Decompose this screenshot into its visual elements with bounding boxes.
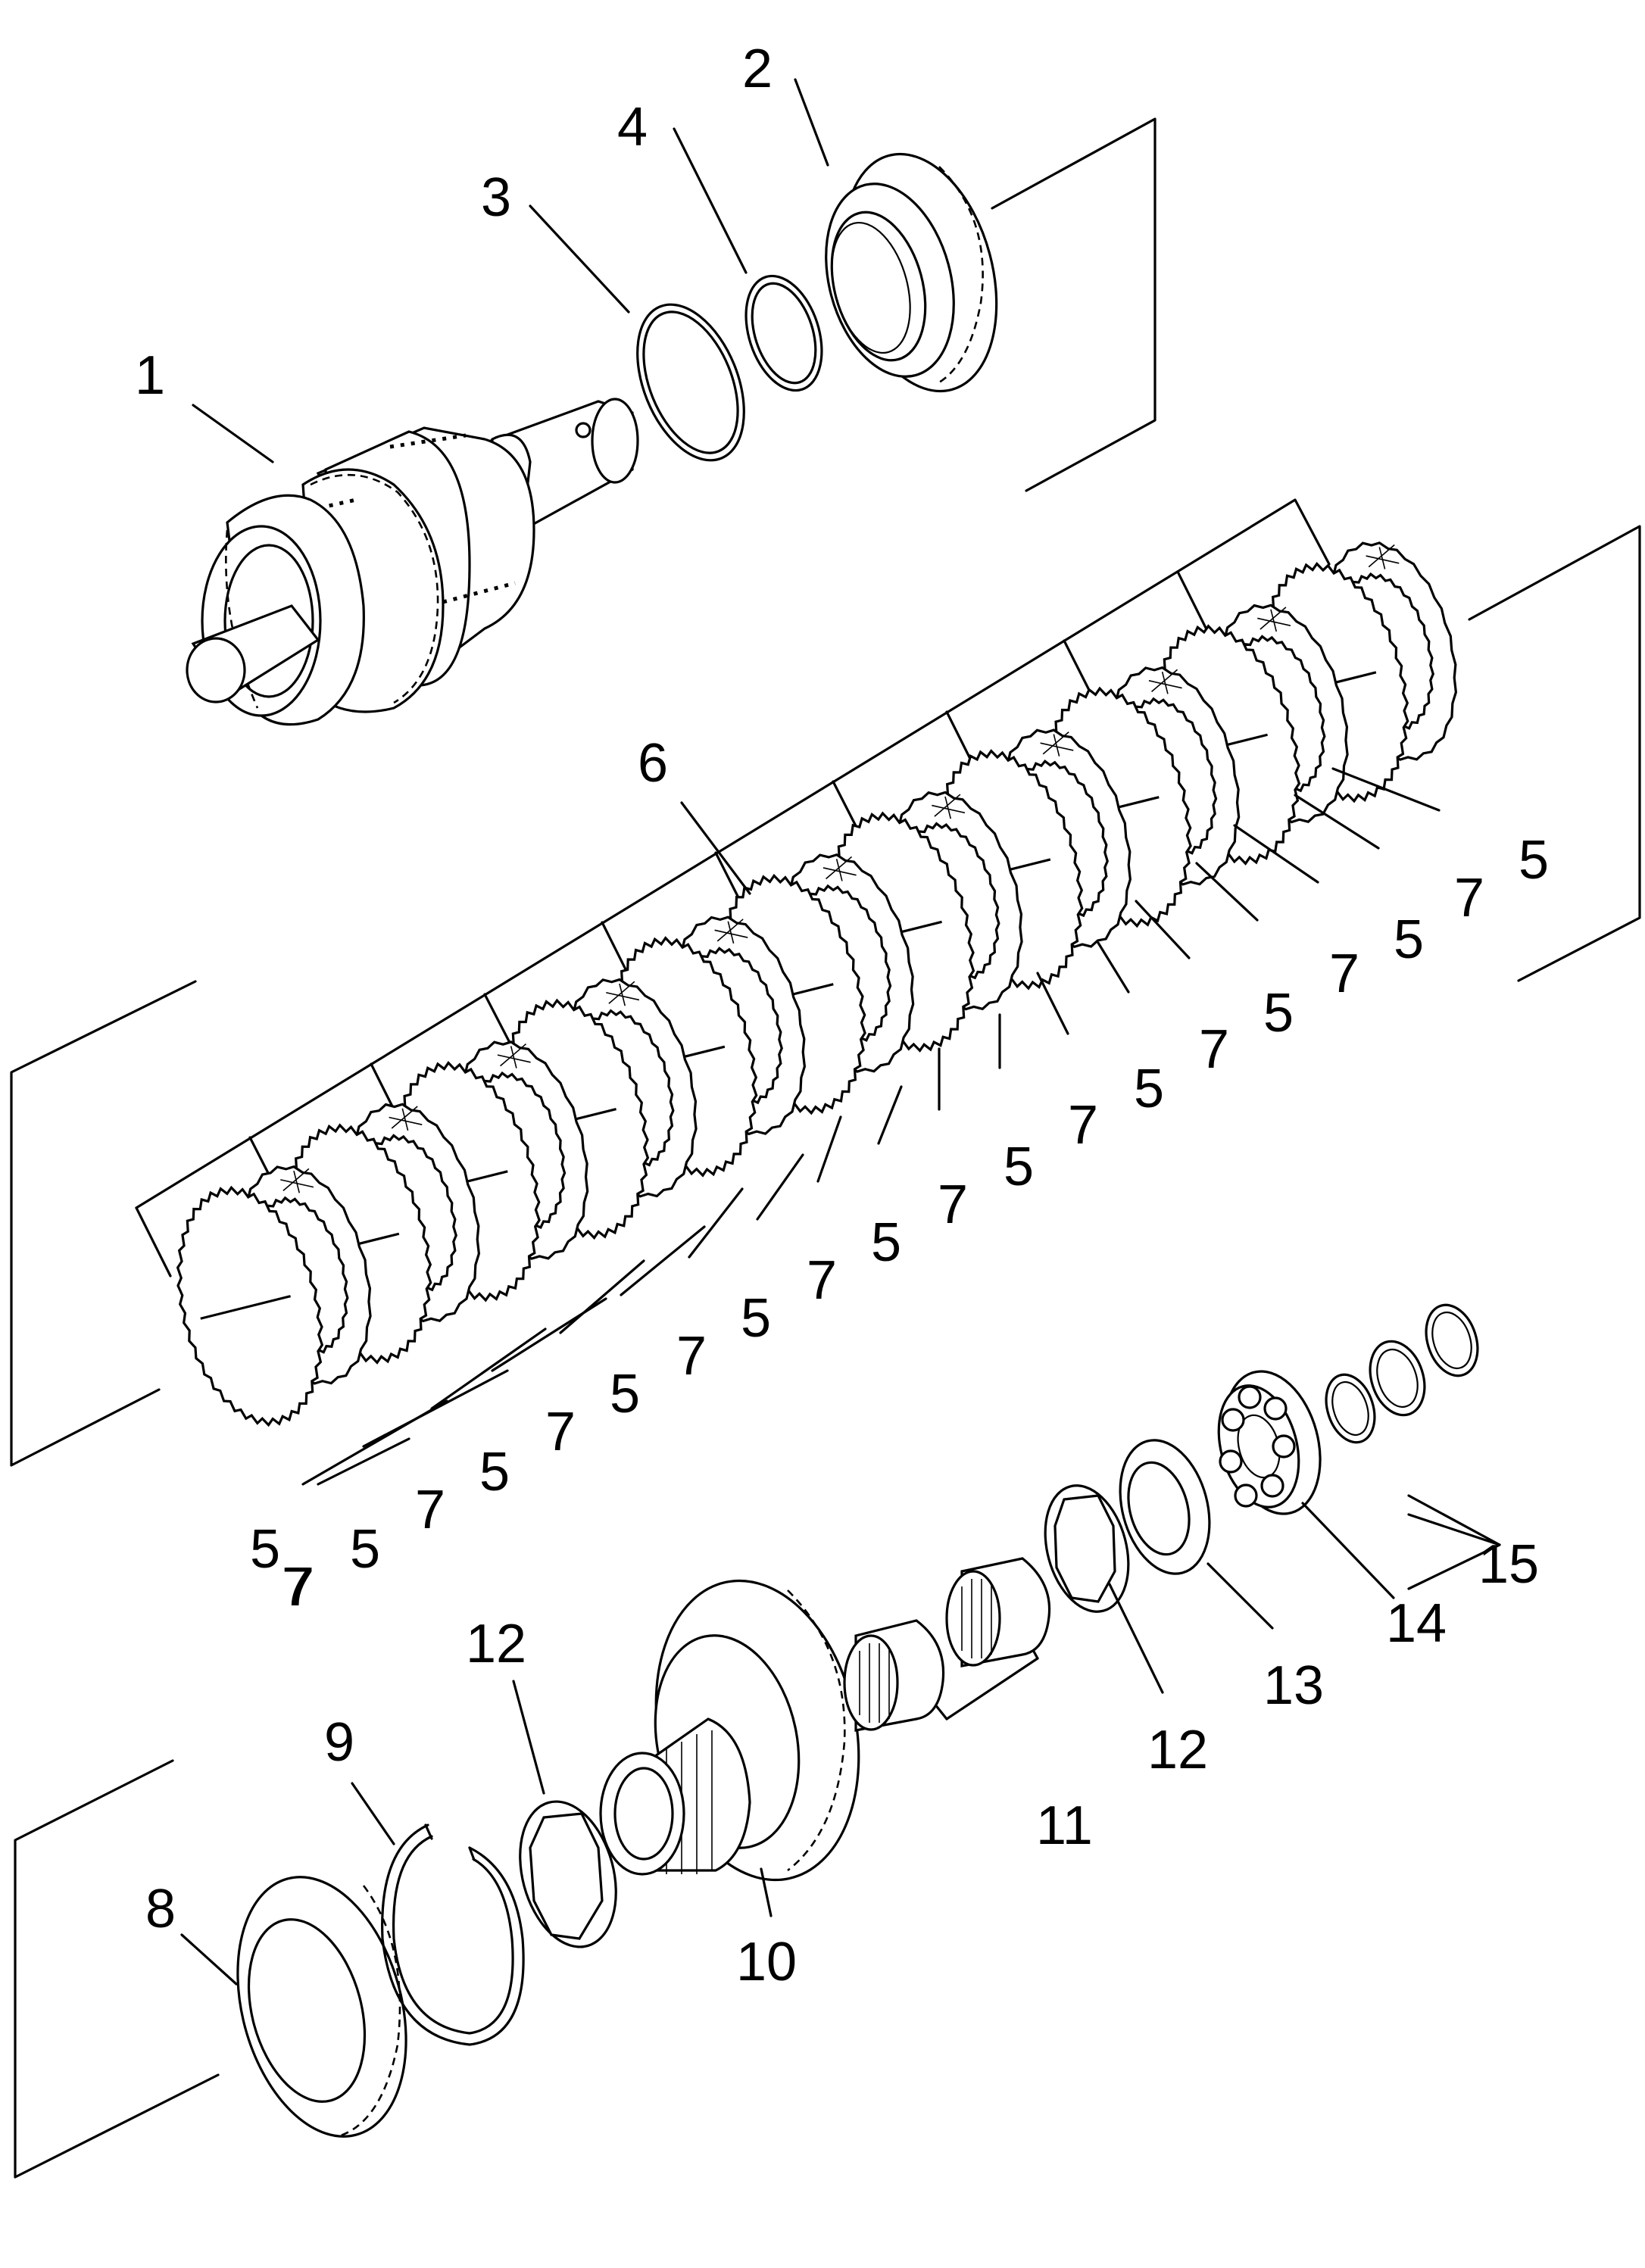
plate-leader-line: [688, 1187, 744, 1259]
friction-texture: [280, 1168, 314, 1193]
callout-7: 7: [938, 1175, 968, 1235]
callout-5: 5: [610, 1364, 640, 1424]
callout-5: 5: [1263, 983, 1294, 1044]
plate-leader-line: [1294, 794, 1380, 850]
callout-11: 11: [1036, 1795, 1093, 1856]
callout-14: 14: [1386, 1593, 1447, 1654]
callout-6: 6: [638, 733, 668, 794]
callout-12: 12: [1147, 1720, 1208, 1780]
part-8-end-plate: [236, 1876, 407, 2138]
leader-6: [680, 801, 751, 895]
callout-5: 5: [1134, 1059, 1164, 1119]
plate-leader-line: [317, 1437, 410, 1486]
plate-leader-line: [1233, 824, 1319, 884]
callout-3: 3: [481, 167, 511, 228]
friction-texture: [606, 981, 640, 1006]
plate-leader-line: [1135, 900, 1191, 959]
bottom-leaders: [180, 1502, 1395, 1986]
callout-5: 5: [479, 1442, 510, 1502]
callout-7: 7: [1454, 868, 1484, 928]
callout-7: 7: [545, 1402, 576, 1462]
part-10-clutch-hub: [599, 1579, 860, 1882]
callout-4: 4: [617, 97, 648, 158]
part-14-bearing: [1217, 1370, 1322, 1515]
callout-5: 5: [741, 1288, 771, 1349]
part-12-thrust-washer-right: [1044, 1484, 1130, 1613]
top-bracket: [991, 117, 1156, 492]
plate-bore: [200, 1295, 291, 1320]
callout-2: 2: [742, 39, 773, 99]
friction-texture: [1257, 607, 1291, 632]
callout-8: 8: [145, 1879, 176, 1939]
part-9-snap-ring: [381, 1823, 525, 2046]
callout-7: 7: [1329, 944, 1359, 1004]
callout-5: 5: [350, 1519, 380, 1580]
callout-7: 7: [415, 1480, 445, 1540]
part-2-piston: [825, 152, 998, 393]
clutch-plate-pack: [176, 541, 1458, 1486]
friction-texture: [389, 1106, 423, 1131]
friction-texture: [1366, 544, 1400, 569]
callout-5: 5: [1519, 830, 1549, 891]
part-13-thrust-washer: [1119, 1439, 1211, 1575]
plate-leader-line: [1036, 972, 1069, 1035]
plate-leader-line: [430, 1327, 547, 1410]
part-12-thrust-washer-left: [519, 1800, 617, 1948]
friction-texture: [497, 1043, 531, 1068]
callout-12: 12: [466, 1614, 526, 1674]
part-11-needle-bearings: [843, 1557, 1051, 1732]
callout-7: 7: [676, 1326, 707, 1387]
part-4-seal-ring: [744, 274, 823, 392]
friction-texture: [1148, 669, 1182, 694]
callout-7: 7: [1068, 1095, 1098, 1156]
friction-texture: [1040, 732, 1074, 757]
callout-7: 7: [284, 1557, 314, 1618]
friction-texture: [714, 919, 748, 944]
plate-leader-line: [1195, 862, 1259, 922]
part-1-clutch-drum: [186, 398, 639, 726]
plate-leader-line: [301, 1399, 448, 1486]
plate-leader-line: [620, 1225, 706, 1296]
plate-leader-line: [756, 1153, 804, 1221]
plate-leader-line: [559, 1259, 645, 1334]
callout-labels: 2 4 3 1 6 5 7 5 7 5 7 5 7 5 7 5 7 5 7 5 …: [135, 39, 1549, 1992]
callout-15: 15: [1478, 1534, 1539, 1595]
plate-leader-line: [877, 1085, 903, 1145]
callout-13: 13: [1263, 1655, 1324, 1716]
separator-plate: [176, 1185, 324, 1427]
callout-7: 7: [1199, 1019, 1229, 1080]
plate-leader-line: [491, 1297, 607, 1372]
top-leaders: [192, 78, 829, 463]
callout-7: 7: [282, 1557, 312, 1618]
callout-5: 5: [250, 1519, 280, 1580]
plate-leader-line: [1097, 941, 1130, 994]
friction-texture: [932, 794, 966, 819]
callout-5: 5: [871, 1212, 901, 1273]
callout-9: 9: [324, 1712, 354, 1773]
plate-leader-line: [816, 1115, 842, 1183]
plate-leader-line: [1331, 767, 1441, 812]
callout-7: 7: [807, 1250, 837, 1311]
callout-5: 5: [1394, 909, 1424, 970]
callout-10: 10: [736, 1932, 797, 1992]
callout-1: 1: [135, 345, 165, 406]
part-15-shims: [1325, 1303, 1479, 1444]
friction-texture: [822, 856, 857, 881]
callout-5: 5: [1004, 1137, 1034, 1197]
part-3-seal-ring: [636, 303, 745, 462]
